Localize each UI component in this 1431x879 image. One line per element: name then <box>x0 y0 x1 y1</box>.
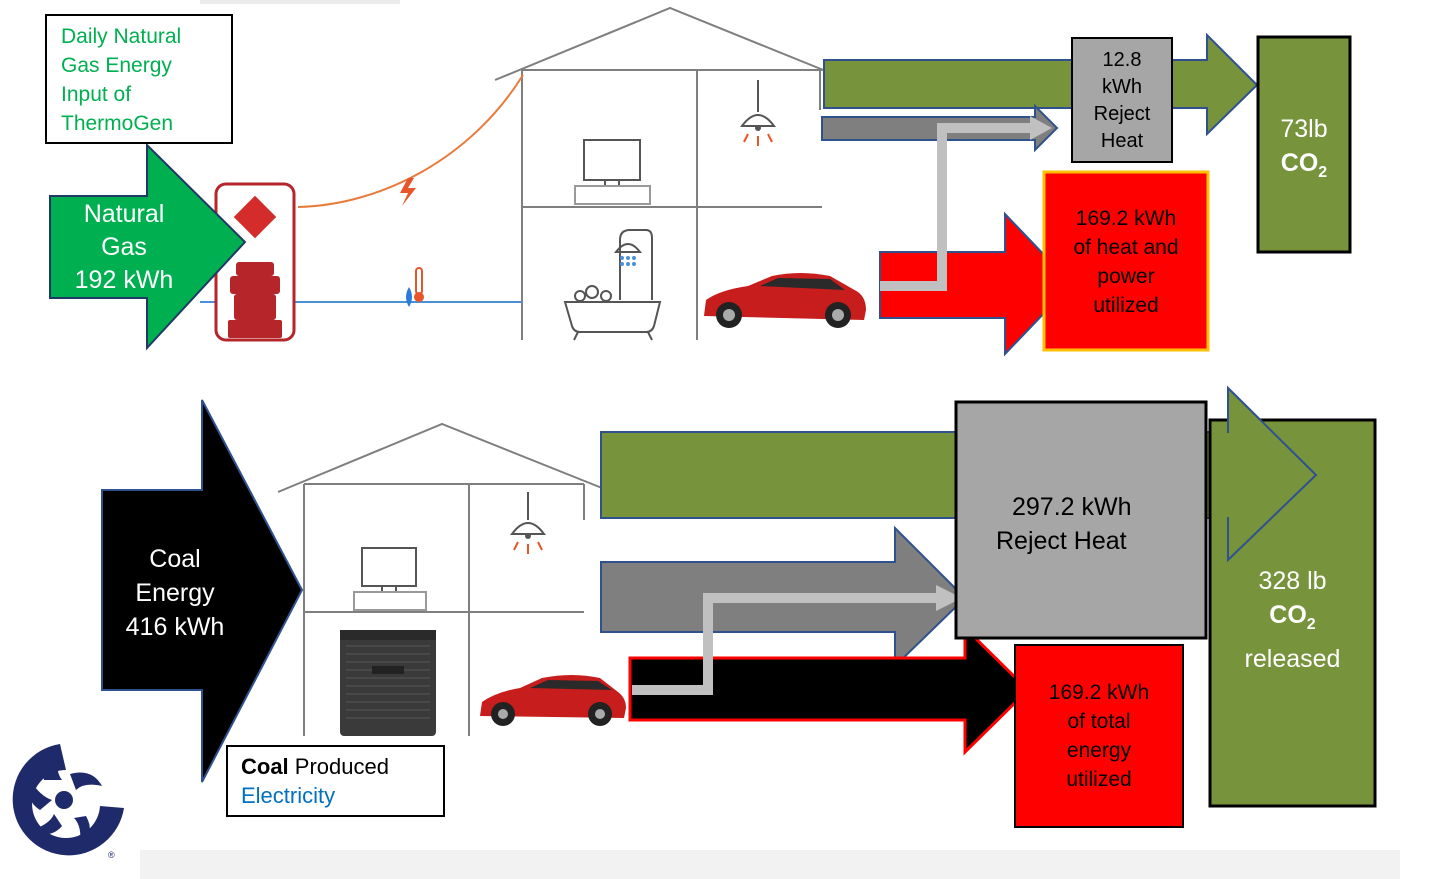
ac-unit-icon <box>340 630 436 736</box>
label-line: 297.2 kWh <box>1012 493 1132 521</box>
lamp-icon <box>510 492 546 554</box>
house-icon <box>277 422 613 736</box>
top-utilized-label: 169.2 kWh of heat and power utilized <box>1044 204 1208 320</box>
caption-bold: Coal <box>241 754 289 779</box>
co2-after: released <box>1244 645 1341 673</box>
label-line: kWh <box>1102 76 1142 98</box>
co2-amount: 328 lb <box>1258 567 1327 595</box>
top-utilized-box <box>1042 170 1210 352</box>
caption-line: Input of <box>61 83 132 106</box>
bottom-reject-box <box>954 400 1208 640</box>
caption-line: Gas Energy <box>61 54 172 77</box>
label-line: 12.8 <box>1102 49 1142 71</box>
top-caption-box: Daily Natural Gas Energy Input of Thermo… <box>45 14 233 144</box>
top-co2-box <box>1256 35 1352 254</box>
label-line: of heat and <box>1073 236 1179 259</box>
natural-gas-label: Natural Gas 192 kWh <box>54 198 194 297</box>
bottom-utilized-label: 169.2 kWh of total energy utilized <box>1015 678 1183 794</box>
label-line: 416 kWh <box>125 613 225 641</box>
house-icon <box>494 6 849 340</box>
caption-line: Coal Produced <box>241 752 443 781</box>
caption-rest: Produced <box>288 754 389 779</box>
label-line: Gas <box>101 233 147 261</box>
top-strip <box>200 0 400 4</box>
top-olive-arrow <box>823 32 1259 137</box>
lamp-icon <box>740 80 776 146</box>
top-connector-head <box>1030 116 1052 140</box>
bathtub-icon <box>563 285 662 341</box>
co2-formula: CO2 <box>1258 146 1350 190</box>
label-line: utilized <box>1093 294 1159 317</box>
shower-icon <box>613 229 653 300</box>
electricity-line <box>297 74 524 208</box>
label-line: Reject Heat <box>996 527 1127 555</box>
label-line: 169.2 kWh <box>1048 681 1150 704</box>
label-line: 169.2 kWh <box>1075 207 1177 230</box>
bottom-connector-head <box>936 585 962 611</box>
co2-text: CO <box>1269 601 1307 629</box>
company-logo-icon: ® <box>2 738 126 862</box>
label-line: Energy <box>135 579 215 607</box>
top-co2-label: 73lb CO2 <box>1258 112 1350 190</box>
caption-line-electricity: Electricity <box>241 783 336 808</box>
coal-caption-box: Coal Produced Electricity <box>226 745 445 817</box>
coal-energy-arrow <box>101 399 304 783</box>
svg-text:®: ® <box>108 850 115 860</box>
car-icon <box>480 675 626 726</box>
thermometer-icon <box>406 267 424 307</box>
natural-gas-arrow <box>49 142 247 351</box>
co2-subscript: 2 <box>1306 616 1316 633</box>
generator-icon <box>214 182 296 342</box>
top-connector-line <box>880 123 1032 291</box>
footer-strip <box>140 850 1400 879</box>
label-line: energy <box>1066 739 1132 762</box>
co2-subscript: 2 <box>1318 164 1328 181</box>
label-line: Natural <box>83 200 165 228</box>
label-line: Coal <box>149 545 201 573</box>
car-icon <box>704 273 866 328</box>
label-line: utilized <box>1066 768 1132 791</box>
bottom-olive-arrow-shaft-overlay <box>1212 433 1230 517</box>
coal-energy-label: Coal Energy 416 kWh <box>104 542 246 644</box>
co2-formula: CO2 <box>1210 598 1375 642</box>
top-reject-box <box>1071 37 1173 163</box>
bottom-black-arrow <box>628 624 1031 756</box>
caption-line: ThermoGen <box>61 112 174 135</box>
label-line: Reject <box>1093 103 1151 125</box>
label-line: Heat <box>1100 130 1144 152</box>
label-line: power <box>1097 265 1155 288</box>
top-reject-label: 12.8 kWh Reject Heat <box>1072 47 1172 155</box>
label-line: of total <box>1067 710 1131 733</box>
co2-text: CO <box>1280 149 1319 177</box>
top-red-arrow <box>879 211 1074 357</box>
tv-icon <box>353 547 427 611</box>
lightning-icon <box>400 178 416 206</box>
bottom-reject-label: 297.2 kWh Reject Heat <box>972 490 1192 558</box>
label-line: 192 kWh <box>74 266 174 294</box>
bottom-co2-label: 328 lb CO2 released <box>1210 564 1375 676</box>
bottom-utilized-box <box>1014 644 1184 828</box>
co2-amount: 73lb <box>1280 115 1328 143</box>
tv-icon <box>574 139 651 205</box>
bottom-connector-line <box>632 593 938 695</box>
caption-line: Daily Natural <box>61 25 182 48</box>
